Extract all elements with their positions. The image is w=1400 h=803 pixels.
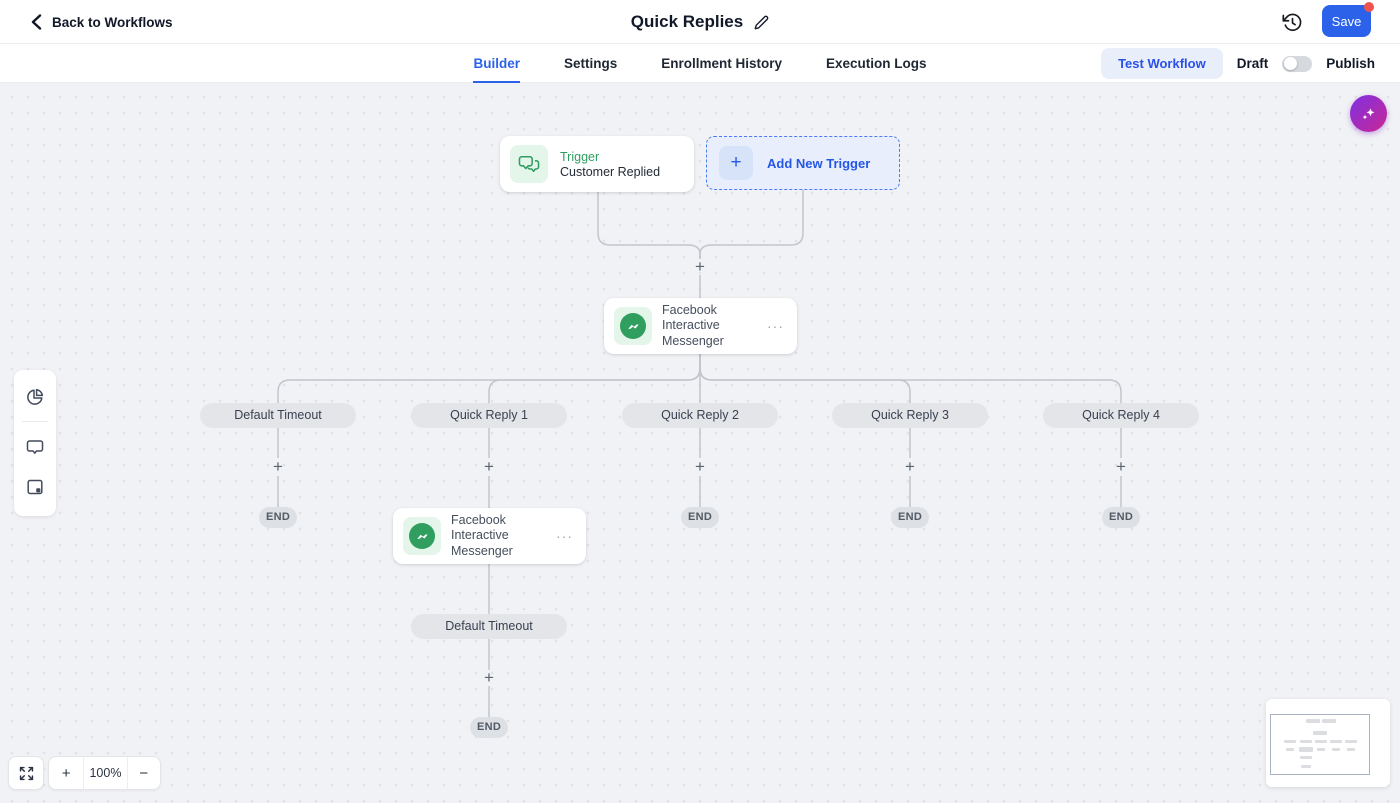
- sticky-note-icon[interactable]: [25, 477, 45, 497]
- minimap-node: [1332, 748, 1340, 751]
- end-node: END: [1102, 507, 1140, 528]
- sparkles-icon: [1362, 108, 1375, 120]
- minimap-node: [1299, 747, 1313, 752]
- trigger-icon-bg: [510, 145, 548, 183]
- analytics-pie-icon[interactable]: [25, 387, 45, 407]
- minimap[interactable]: [1266, 699, 1390, 787]
- toolbar-divider: [22, 421, 48, 422]
- history-clock-icon: [1281, 13, 1301, 31]
- add-node-button[interactable]: +: [273, 457, 283, 476]
- branch-default-timeout-nested: Default Timeout: [411, 614, 567, 639]
- ai-assistant-button[interactable]: [1350, 95, 1387, 132]
- workflow-canvas[interactable]: Trigger Customer Replied + Add New Trigg…: [0, 83, 1400, 803]
- minimap-node: [1301, 765, 1311, 768]
- branch-quick-reply-3: Quick Reply 3: [832, 403, 988, 428]
- page-title: Quick Replies: [630, 12, 744, 31]
- chat-bubbles-icon: [518, 155, 540, 173]
- end-node: END: [259, 507, 297, 528]
- add-node-button[interactable]: +: [695, 257, 705, 276]
- publish-toggle[interactable]: [1282, 55, 1313, 72]
- branch-default-timeout: Default Timeout: [200, 403, 356, 428]
- tab-bar: Builder Settings Enrollment History Exec…: [0, 44, 1400, 83]
- minimap-node: [1300, 740, 1312, 743]
- trigger-type-label: Trigger: [560, 149, 600, 164]
- messenger-icon: [620, 313, 646, 339]
- draft-label: Draft: [1236, 56, 1269, 71]
- publish-label: Publish: [1326, 56, 1375, 71]
- workflow-edges: [277, 190, 1122, 717]
- minimap-node: [1300, 756, 1312, 759]
- zoom-level: 100%: [84, 757, 128, 789]
- minimap-node: [1347, 748, 1355, 751]
- node-title: Facebook Interactive Messenger: [451, 512, 513, 558]
- minimap-node: [1330, 740, 1342, 743]
- back-to-workflows-button[interactable]: Back to Workflows: [30, 0, 173, 44]
- zoom-in-button[interactable]: +: [49, 757, 85, 789]
- end-node: END: [891, 507, 929, 528]
- minimap-node: [1313, 731, 1327, 735]
- trigger-node[interactable]: Trigger Customer Replied: [500, 136, 694, 192]
- add-node-button[interactable]: +: [905, 457, 915, 476]
- comment-icon[interactable]: [25, 437, 45, 457]
- canvas-toolbar: [14, 370, 56, 516]
- back-label: Back to Workflows: [52, 14, 173, 30]
- zoom-controls: + 100% −: [48, 756, 161, 790]
- end-node: END: [681, 507, 719, 528]
- minimap-node: [1284, 740, 1296, 743]
- messenger-icon-bg: [614, 307, 652, 345]
- tab-builder[interactable]: Builder: [473, 44, 520, 83]
- expand-icon: [19, 766, 33, 780]
- messenger-icon: [409, 523, 435, 549]
- node-title: Facebook Interactive Messenger: [662, 302, 724, 348]
- version-history-button[interactable]: [1279, 9, 1305, 35]
- plus-icon: +: [719, 146, 753, 180]
- trigger-texts: Trigger Customer Replied: [560, 150, 660, 179]
- facebook-messenger-node-2[interactable]: Facebook Interactive Messenger ···: [393, 508, 586, 564]
- title-group: Quick Replies: [0, 0, 1400, 44]
- add-new-trigger-button[interactable]: + Add New Trigger: [706, 136, 900, 190]
- zoom-out-button[interactable]: −: [139, 764, 149, 782]
- minimap-node: [1306, 719, 1320, 723]
- toggle-knob: [1284, 57, 1298, 70]
- branch-quick-reply-2: Quick Reply 2: [622, 403, 778, 428]
- add-node-button[interactable]: +: [695, 457, 705, 476]
- branch-quick-reply-4: Quick Reply 4: [1043, 403, 1199, 428]
- tabs: Builder Settings Enrollment History Exec…: [0, 44, 1400, 83]
- add-new-trigger-label: Add New Trigger: [767, 155, 871, 171]
- minimap-node: [1322, 719, 1336, 723]
- workflow-actions: Test Workflow Draft Publish: [1101, 44, 1375, 83]
- tab-settings[interactable]: Settings: [563, 56, 618, 71]
- messenger-icon-bg: [403, 517, 441, 555]
- end-node: END: [470, 717, 508, 738]
- add-node-button[interactable]: +: [1116, 457, 1126, 476]
- minimap-node: [1345, 740, 1357, 743]
- test-workflow-button[interactable]: Test Workflow: [1101, 48, 1223, 79]
- fit-view-button[interactable]: [8, 756, 44, 790]
- save-button[interactable]: Save: [1322, 5, 1371, 37]
- tab-execution-logs[interactable]: Execution Logs: [826, 56, 927, 71]
- node-menu-button[interactable]: ···: [767, 318, 784, 334]
- minimap-viewport[interactable]: [1270, 714, 1370, 775]
- minimap-node: [1315, 740, 1327, 743]
- chevron-left-icon: [31, 14, 42, 30]
- edit-pencil-icon[interactable]: [754, 15, 769, 30]
- unsaved-changes-badge: [1364, 2, 1374, 12]
- node-menu-button[interactable]: ···: [556, 528, 573, 544]
- trigger-name: Customer Replied: [560, 164, 661, 179]
- minimap-node: [1317, 748, 1325, 751]
- minimap-node: [1286, 748, 1294, 751]
- branch-quick-reply-1: Quick Reply 1: [411, 403, 567, 428]
- add-node-button[interactable]: +: [484, 668, 494, 687]
- facebook-messenger-node-1[interactable]: Facebook Interactive Messenger ···: [604, 298, 797, 354]
- tab-enrollment-history[interactable]: Enrollment History: [661, 56, 783, 71]
- add-node-button[interactable]: +: [484, 457, 494, 476]
- header: Back to Workflows Quick Replies Save: [0, 0, 1400, 44]
